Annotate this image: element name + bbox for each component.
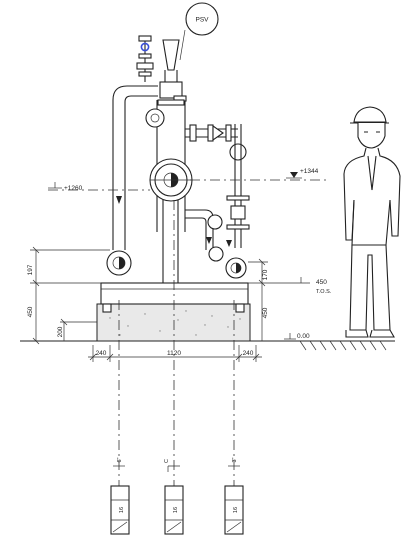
footer-tag-right: 16: [224, 485, 244, 535]
psv-label: PSV: [195, 17, 209, 24]
dimension-right-vertical: 170 450: [248, 258, 269, 341]
footer-tag-centre: 16: [164, 485, 184, 535]
dimension-left-vertical: 197 450: [27, 246, 110, 345]
vent-valve: [136, 35, 154, 82]
level-marker-support: 450 T.O.S.: [248, 277, 332, 295]
line-tag-centre-text: C: [164, 459, 170, 463]
level-label-support: 450: [316, 279, 327, 286]
dim-right-height: 450: [262, 307, 269, 318]
dim-right-pipe: 170: [262, 269, 269, 280]
level-marker-header: +1260: [48, 182, 150, 192]
line-tag-right: 3": [228, 457, 240, 467]
level-label-grade: 0.00: [297, 333, 310, 340]
level-marker-top: +1344: [190, 168, 330, 181]
line-tag-left: 6": [113, 457, 125, 467]
psv-instrument-bubble: PSV: [179, 2, 219, 61]
steel-base-plate: [100, 282, 249, 305]
footer-code-right: 16: [233, 507, 239, 513]
footer-code-centre: 16: [173, 507, 179, 513]
line-tag-right-text: 3": [232, 457, 238, 462]
worker-scale-figure: [343, 106, 401, 338]
line-tag-left-text: 6": [117, 457, 123, 462]
dim-lower-pipe: 197: [27, 264, 34, 275]
left-riser-pipe: [112, 85, 158, 250]
dim-centre-span: 1120: [167, 350, 181, 357]
lower-right-branch: [185, 195, 250, 279]
dim-side-right: 240: [243, 350, 254, 357]
dimension-concrete: 200: [57, 318, 97, 341]
level-label-header: +1260: [64, 185, 83, 192]
lower-left-header: [106, 250, 132, 276]
vent-valve-icon: [140, 42, 150, 52]
dim-side-left: 240: [96, 350, 107, 357]
level-label-top: +1344: [300, 168, 319, 175]
concrete-texture: [109, 310, 241, 336]
dim-concrete: 200: [57, 326, 64, 337]
centre-lines: [118, 200, 235, 486]
top-valve-cluster: [145, 39, 187, 128]
dimension-horizontal: 240 1120 240: [88, 345, 262, 362]
level-marker-grade: 0.00: [284, 333, 310, 340]
line-tag-centre: C: [164, 459, 180, 472]
ground-line: [20, 340, 395, 351]
main-header: [149, 100, 193, 232]
level-label-tos: T.O.S.: [316, 289, 332, 295]
concrete-foundation: [96, 303, 251, 342]
footer-code-left: 16: [119, 507, 125, 513]
footer-tag-left: 16: [110, 485, 130, 535]
dim-support-height: 450: [27, 306, 34, 317]
support-column: [162, 199, 179, 283]
